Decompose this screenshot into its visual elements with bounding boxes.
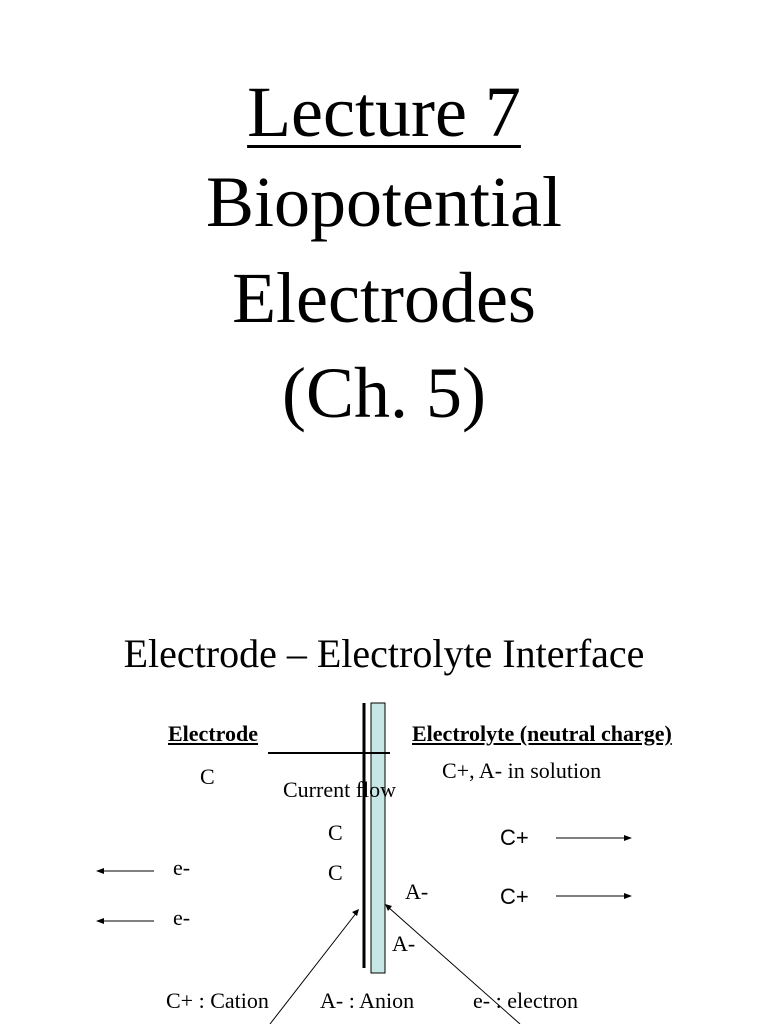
current-flow-label: Current flow [283,777,397,802]
electrolyte-label: Electrolyte (neutral charge) [412,721,672,746]
electrode-cation-atom: C [200,764,215,789]
interface-anion-1: A- [405,879,429,904]
section-heading: Electrode – Electrolyte Interface [123,631,645,676]
title-line-chapter: (Ch. 5) [282,353,486,433]
interface-cation-1: C [328,820,343,845]
cation-label-2: C+ [500,884,529,909]
title-line-electrodes: Electrodes [232,258,536,338]
solution-label: C+, A- in solution [442,758,602,783]
title-line-biopotential: Biopotential [206,162,562,242]
cation-label-1: C+ [500,825,529,850]
lecture-title: Lecture 7 [247,72,521,152]
electron-arrow-1 [96,868,154,874]
electrode-label: Electrode [168,721,259,746]
anion-pointer [385,904,521,1024]
interface-anion-2: A- [392,931,416,956]
electron-label-2: e- [173,905,191,930]
interface-layer [370,702,386,974]
cation-arrow-2 [556,893,632,899]
electron-arrow-2 [96,918,154,924]
interface-cation-2: C [328,860,343,885]
legend-cation: C+ : Cation [166,988,269,1013]
legend-anion: A- : Anion [320,988,415,1013]
cation-arrow-1 [556,835,632,841]
electron-label-1: e- [173,855,191,880]
legend-electron: e- : electron [473,988,579,1013]
cation-pointer [269,909,359,1024]
